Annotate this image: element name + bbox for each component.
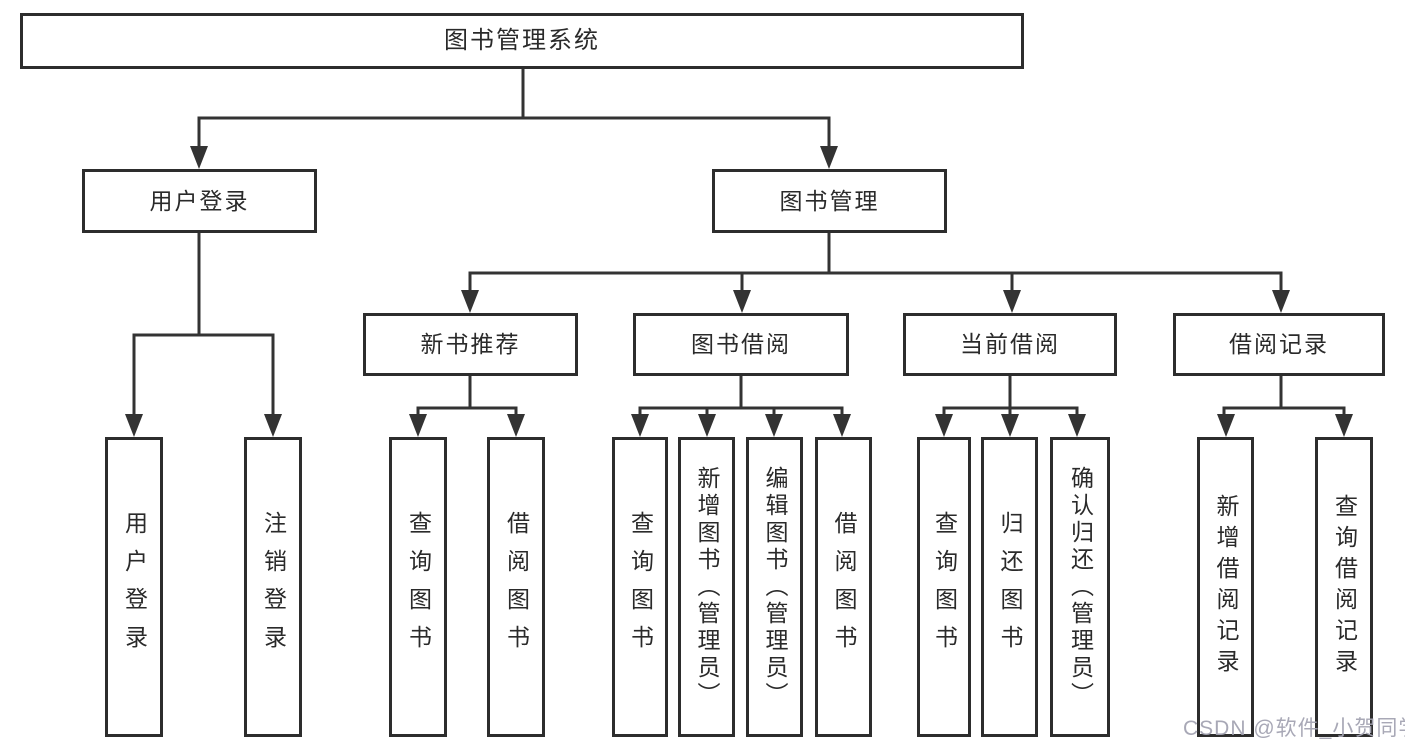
node-book-management: 图书管理 xyxy=(712,169,947,233)
watermark: CSDN @软件_小贺同学 xyxy=(1183,717,1405,740)
arrowheads xyxy=(125,146,1353,437)
leaf-add-borrow-record: 新增借阅记录 xyxy=(1197,437,1254,737)
leaf-query-books-recommend-label: 查询图书 xyxy=(405,511,432,663)
leaf-confirm-return-admin-label: 确认归还（管理员） xyxy=(1067,465,1094,709)
node-user-login: 用户登录 xyxy=(82,169,317,233)
leaf-query-borrow-record: 查询借阅记录 xyxy=(1315,437,1373,737)
node-new-book-recommend-label: 新书推荐 xyxy=(420,331,521,357)
node-book-borrow: 图书借阅 xyxy=(633,313,849,376)
leaf-add-book-admin: 新增图书（管理员） xyxy=(678,437,735,737)
leaf-logout: 注销登录 xyxy=(244,437,302,737)
leaf-confirm-return-admin: 确认归还（管理员） xyxy=(1050,437,1110,737)
leaf-query-books-current: 查询图书 xyxy=(917,437,971,737)
leaf-query-books-current-label: 查询图书 xyxy=(931,511,958,663)
leaf-return-book-label: 归还图书 xyxy=(997,511,1023,663)
leaf-borrow-books-label: 借阅图书 xyxy=(831,511,857,663)
node-book-management-label: 图书管理 xyxy=(779,187,880,214)
node-current-borrow: 当前借阅 xyxy=(903,313,1117,376)
leaf-query-books-recommend: 查询图书 xyxy=(389,437,447,737)
leaf-logout-label: 注销登录 xyxy=(260,511,287,663)
node-borrow-records: 借阅记录 xyxy=(1173,313,1385,376)
leaf-borrow-books: 借阅图书 xyxy=(815,437,872,737)
leaf-query-borrow-record-label: 查询借阅记录 xyxy=(1331,494,1358,680)
leaf-borrow-books-recommend-label: 借阅图书 xyxy=(503,511,530,663)
leaf-user-login: 用户登录 xyxy=(105,437,163,737)
node-new-book-recommend: 新书推荐 xyxy=(363,313,578,376)
leaf-edit-book-admin-label: 编辑图书（管理员） xyxy=(762,465,788,709)
connector-strokes xyxy=(132,69,1346,417)
node-current-borrow-label: 当前借阅 xyxy=(960,331,1060,357)
node-user-login-label: 用户登录 xyxy=(149,187,250,214)
leaf-user-login-label: 用户登录 xyxy=(121,511,148,663)
leaf-query-books-borrow: 查询图书 xyxy=(612,437,668,737)
leaf-add-book-admin-label: 新增图书（管理员） xyxy=(694,465,720,709)
leaf-add-borrow-record-label: 新增借阅记录 xyxy=(1213,494,1239,680)
node-borrow-records-label: 借阅记录 xyxy=(1229,331,1329,357)
root-node: 图书管理系统 xyxy=(20,13,1024,69)
leaf-edit-book-admin: 编辑图书（管理员） xyxy=(746,437,803,737)
leaf-borrow-books-recommend: 借阅图书 xyxy=(487,437,545,737)
leaf-query-books-borrow-label: 查询图书 xyxy=(627,511,654,663)
leaf-return-book: 归还图书 xyxy=(981,437,1038,737)
root-node-label: 图书管理系统 xyxy=(444,27,600,54)
node-book-borrow-label: 图书借阅 xyxy=(691,331,791,357)
